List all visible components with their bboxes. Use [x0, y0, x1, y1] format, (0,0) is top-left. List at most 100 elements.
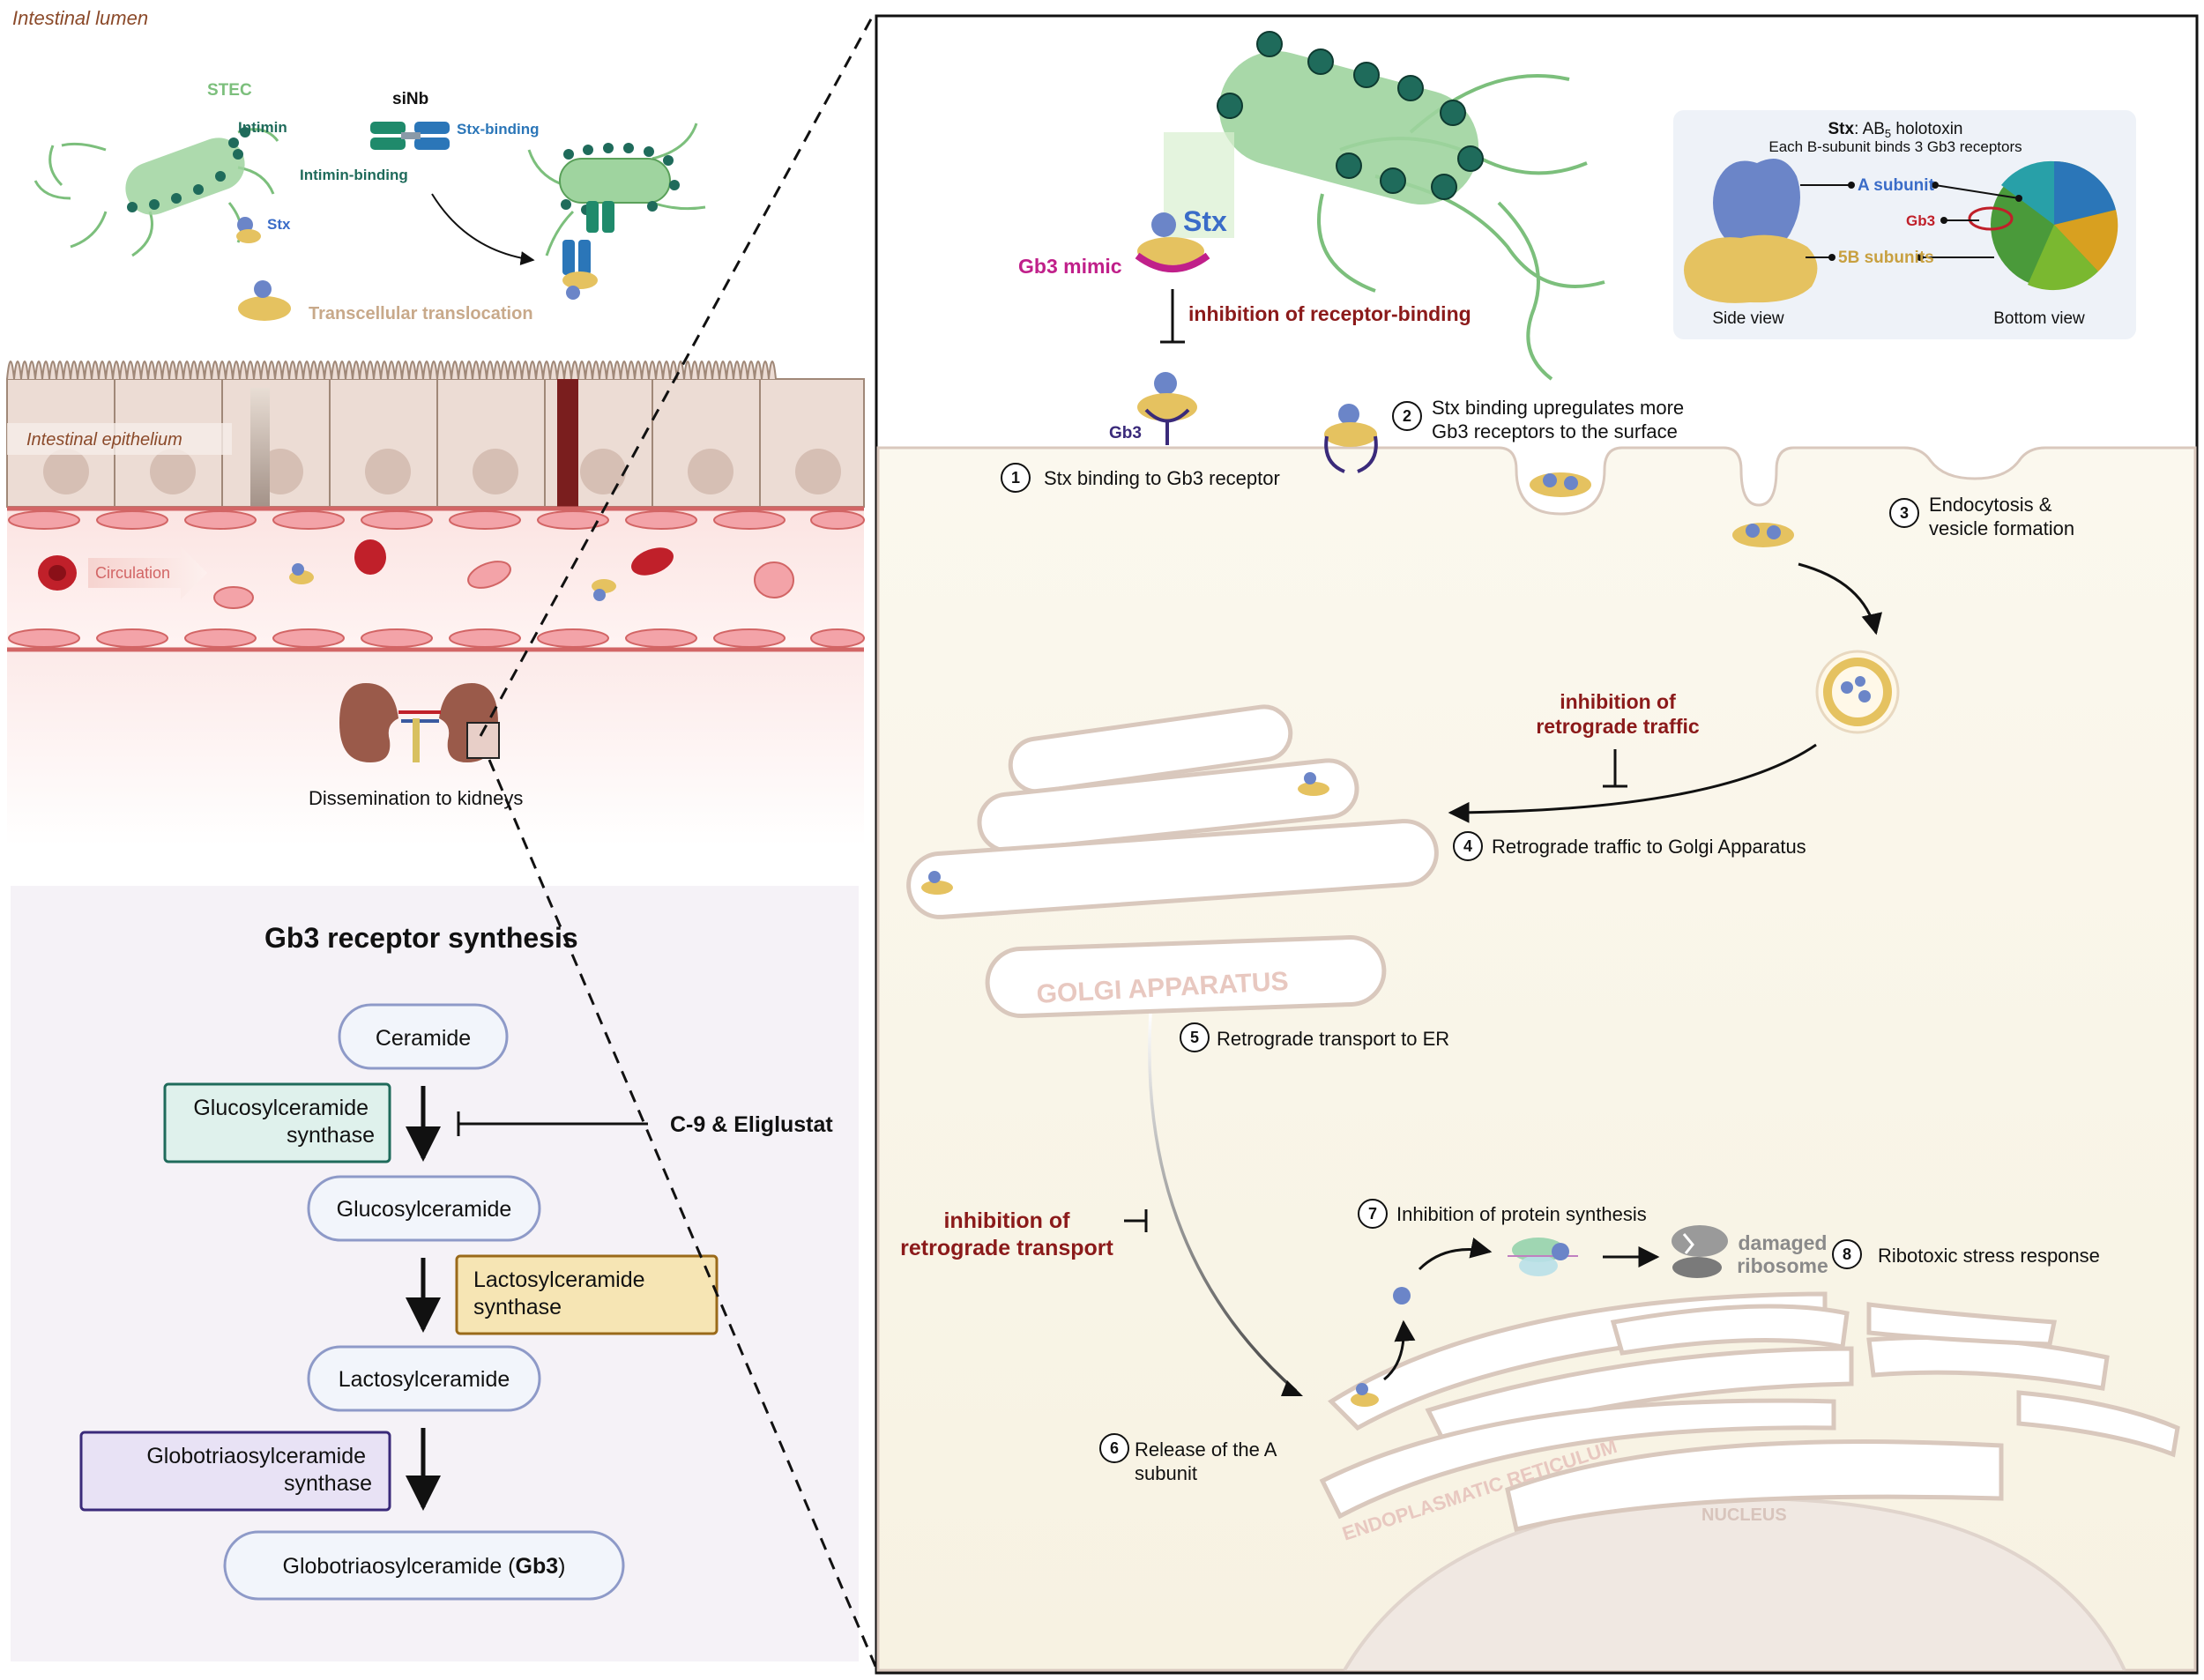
inset-title: Stx: AB5 holotoxin [1828, 120, 1962, 140]
stx-clusters [1324, 404, 1900, 734]
stx-binding-label: Stx-binding [457, 121, 539, 138]
left-panel: Intestinal lumen STEC Intimin Stx siNb [0, 0, 873, 881]
gb3-prefix: Globotriaosylceramide ( [283, 1554, 517, 1579]
enzyme1-box [163, 1082, 391, 1163]
a-subunit-label: A subunit [1858, 176, 1935, 195]
stx-small-label: Stx [267, 216, 291, 233]
retrograde-arrow-golgi [1448, 743, 1817, 823]
step5-label: Retrograde transport to ER [1217, 1028, 1449, 1050]
gb3-synthesis-panel: Gb3 receptor synthesis Ceramide Glucosyl… [11, 886, 859, 1661]
inset-subtitle: Each B-subunit binds 3 Gb3 receptors [1768, 138, 2022, 155]
stx-bound-gb3 [1137, 372, 1197, 445]
step8-num: 8 [1843, 1245, 1851, 1263]
nucleus-label: NUCLEUS [1701, 1505, 1787, 1525]
step6-label-line1: Release of the A [1135, 1438, 1277, 1461]
release-arrow [1383, 1319, 1416, 1381]
step2-label-line2: Gb3 receptors to the surface [1432, 420, 1678, 442]
sinb-label: siNb [392, 90, 428, 108]
holotoxin-inset: Stx: AB5 holotoxin Each B-subunit binds … [1673, 110, 2136, 339]
step7-label: Inhibition of protein synthesis [1396, 1203, 1647, 1225]
inhibitor-label: C-9 & Eliglustat [670, 1112, 833, 1137]
translocation-label: Transcellular translocation [309, 304, 533, 323]
lactosyl-box [307, 1345, 541, 1412]
step-numbers: 1 2 3 4 5 6 7 8 [1011, 407, 1909, 1457]
ceramide-box [338, 1003, 509, 1070]
gb3-product-text: Globotriaosylceramide (Gb3) [283, 1554, 566, 1579]
gb3-mimic-label: Gb3 mimic [1018, 255, 1122, 278]
glucosyl-box [307, 1175, 541, 1242]
zoom-line-bottom [488, 759, 879, 1671]
step-markers [1001, 401, 1919, 1463]
gb3-label: Gb3 [1109, 424, 1142, 442]
inhib-transport-line2: retrograde transport [900, 1236, 1113, 1260]
step4-label: Retrograde traffic to Golgi Apparatus [1492, 836, 1806, 858]
step3-num: 3 [1900, 504, 1909, 522]
step6-num: 6 [1110, 1439, 1119, 1457]
stx-big-label: Stx [1183, 205, 1227, 237]
stx-toxin-translocating [238, 280, 291, 321]
inhib-traffic-text: inhibition of retrograde traffic [1536, 690, 1700, 738]
enzyme2-text: Lactosylceramide synthase [473, 1267, 651, 1319]
intimin-binding-label: Intimin-binding [300, 167, 408, 183]
gb3-product-box [223, 1530, 625, 1601]
enzyme2-line2: synthase [473, 1295, 562, 1319]
side-view-label: Side view [1712, 309, 1784, 328]
lactosyl-label: Lactosylceramide [339, 1367, 510, 1392]
bottom-view-structure [1968, 160, 2118, 291]
damaged-ribosome-icon [1672, 1225, 1728, 1278]
enzyme1-text: Glucosylceramide synthase [193, 1096, 375, 1148]
a-subunit-release [1351, 1287, 1411, 1407]
step1-label: Stx binding to Gb3 receptor [1044, 467, 1280, 489]
step-labels: Stx binding to Gb3 receptor Stx binding … [1044, 397, 2100, 1484]
enzyme2-line1: Lactosylceramide [473, 1267, 645, 1292]
stx-toxin-mimic [1135, 212, 1210, 272]
ceramide-label: Ceramide [376, 1026, 471, 1051]
stx-toxin-small [236, 217, 261, 243]
inhib-transport-line1: inhibition of [943, 1208, 1070, 1233]
sinb-nanobody-icon [370, 122, 450, 150]
kidneys-label: Dissemination to kidneys [309, 787, 523, 809]
vesicle [1815, 650, 1900, 734]
zoom-line-top [479, 15, 875, 737]
step7-num: 7 [1368, 1205, 1377, 1223]
inhib-transport-text: inhibition of retrograde transport [900, 1208, 1113, 1260]
b-subunits-label: 5B subunits [1838, 249, 1934, 267]
inset-title-end: holotoxin [1891, 120, 1962, 138]
step6-label-line2: subunit [1135, 1462, 1197, 1484]
retrograde-to-er-arrow [1148, 1013, 1298, 1393]
step2-num: 2 [1403, 407, 1411, 425]
inhib-traffic-line1: inhibition of [1560, 690, 1676, 713]
stec-label: STEC [207, 81, 252, 100]
enzyme3-line2: synthase [284, 1471, 372, 1496]
golgi-apparatus [906, 704, 1439, 1019]
golgi-toxins [921, 772, 1329, 895]
step2-label-line1: Stx binding upregulates more [1432, 397, 1684, 419]
translocation-arrow-shaft [250, 388, 270, 520]
lumen-label: Intestinal lumen [12, 7, 148, 29]
gb3-bold: Gb3 [516, 1554, 559, 1579]
inhib-receptor-label: inhibition of receptor-binding [1188, 302, 1471, 325]
step1-num: 1 [1011, 469, 1020, 487]
stec-bacterium-small [34, 127, 279, 257]
retrograde-to-er-arrowhead [1281, 1380, 1303, 1396]
damaged-text: damaged ribosome [1737, 1231, 1828, 1277]
bottom-view-label: Bottom view [1993, 309, 2085, 328]
stec-bound-sinb [527, 123, 706, 300]
endocytosis-arrow [1798, 562, 1882, 636]
step3-label-line2: vesicle formation [1929, 517, 2074, 539]
endoplasmic-reticulum [1319, 1291, 2180, 1533]
side-view-structure [1684, 159, 1818, 303]
inset-gb3-label: Gb3 [1906, 212, 1935, 229]
synthesis-title: Gb3 receptor synthesis [264, 922, 578, 954]
sinb-arrow [431, 193, 535, 266]
damaged-line2: ribosome [1737, 1254, 1828, 1277]
enzyme1-line2: synthase [287, 1123, 375, 1148]
enzyme3-text: Globotriaosylceramide synthase [146, 1444, 372, 1496]
circulation-label: Circulation [95, 564, 170, 582]
enzyme3-line1: Globotriaosylceramide [146, 1444, 366, 1468]
inset-title-sub: 5 [1885, 127, 1891, 140]
step8-label: Ribotoxic stress response [1878, 1245, 2100, 1267]
epithelium-label: Intestinal epithelium [26, 430, 182, 450]
enzyme3-box [79, 1431, 391, 1512]
ribosome-icon [1508, 1238, 1578, 1276]
